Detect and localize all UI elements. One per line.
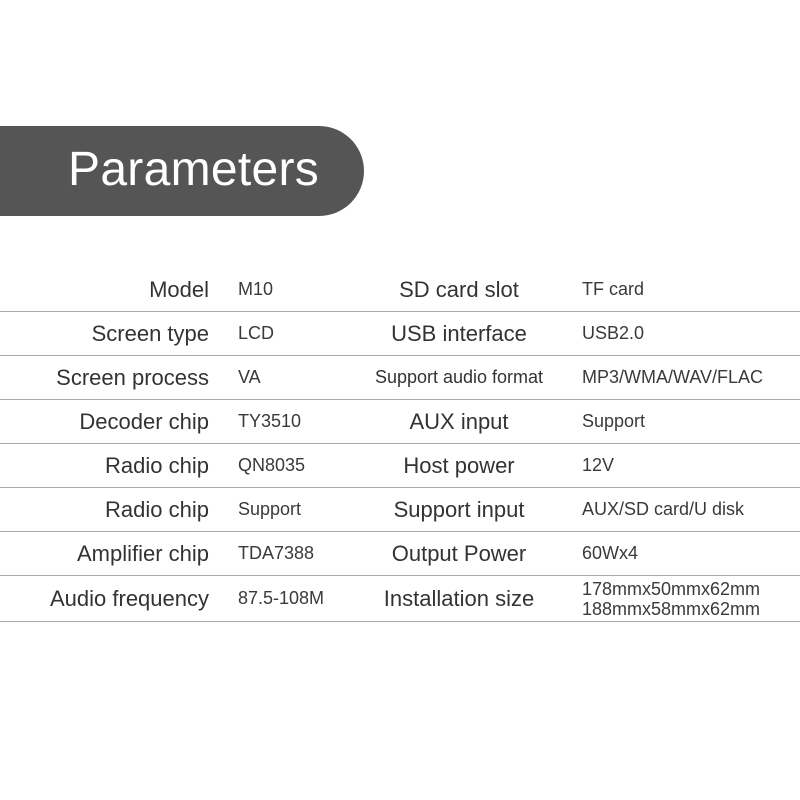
param-label: Host power <box>403 452 515 478</box>
param-value: 87.5-108M <box>238 588 325 608</box>
param-value: 188mmx58mmx62mm <box>582 598 761 619</box>
param-value: Support <box>238 499 302 519</box>
param-label: Installation size <box>383 585 535 611</box>
param-label: Radio chip <box>105 452 209 478</box>
param-value: 178mmx50mmx62mm <box>582 578 761 599</box>
param-value: AUX/SD card/U disk <box>582 499 745 519</box>
page-title: Parameters <box>68 143 320 196</box>
param-label: Amplifier chip <box>76 540 209 566</box>
param-label: Audio frequency <box>50 585 209 611</box>
table-row: Radio chip Support Support input AUX/SD … <box>0 488 800 532</box>
param-label: AUX input <box>409 408 509 434</box>
param-label: Screen type <box>91 320 209 346</box>
param-label: Output Power <box>391 540 527 566</box>
param-label: Decoder chip <box>79 408 209 434</box>
param-value: 12V <box>582 455 615 475</box>
param-value: TF card <box>582 279 645 299</box>
param-label: Model <box>149 276 209 302</box>
param-value: VA <box>238 367 261 387</box>
param-value: Support <box>582 411 646 431</box>
param-value: TY3510 <box>238 411 302 431</box>
param-value: 60Wx4 <box>582 543 639 563</box>
table-row: Screen type LCD USB interface USB2.0 <box>0 312 800 356</box>
param-value: LCD <box>238 323 275 343</box>
param-value: QN8035 <box>238 455 306 475</box>
param-label: Support audio format <box>374 367 544 387</box>
param-label: Radio chip <box>105 496 209 522</box>
table-row: Model M10 SD card slot TF card <box>0 268 800 312</box>
param-label: Support input <box>393 496 525 522</box>
param-value: MP3/WMA/WAV/FLAC <box>582 367 764 387</box>
table-row: Audio frequency 87.5-108M Installation s… <box>0 576 800 622</box>
param-value: TDA7388 <box>238 543 315 563</box>
param-value-multiline: 178mmx50mmx62mm 188mmx58mmx62mm <box>582 576 760 621</box>
param-label: Screen process <box>56 364 209 390</box>
param-value: M10 <box>238 279 274 299</box>
param-label: SD card slot <box>399 276 519 302</box>
title-banner <box>0 126 364 216</box>
table-row: Radio chip QN8035 Host power 12V <box>0 444 800 488</box>
param-value: USB2.0 <box>582 323 645 343</box>
param-label: USB interface <box>391 320 527 346</box>
parameters-table: Model M10 SD card slot TF card Screen ty… <box>0 268 800 622</box>
table-row: Screen process VA Support audio format M… <box>0 356 800 400</box>
table-row: Decoder chip TY3510 AUX input Support <box>0 400 800 444</box>
table-row: Amplifier chip TDA7388 Output Power 60Wx… <box>0 532 800 576</box>
